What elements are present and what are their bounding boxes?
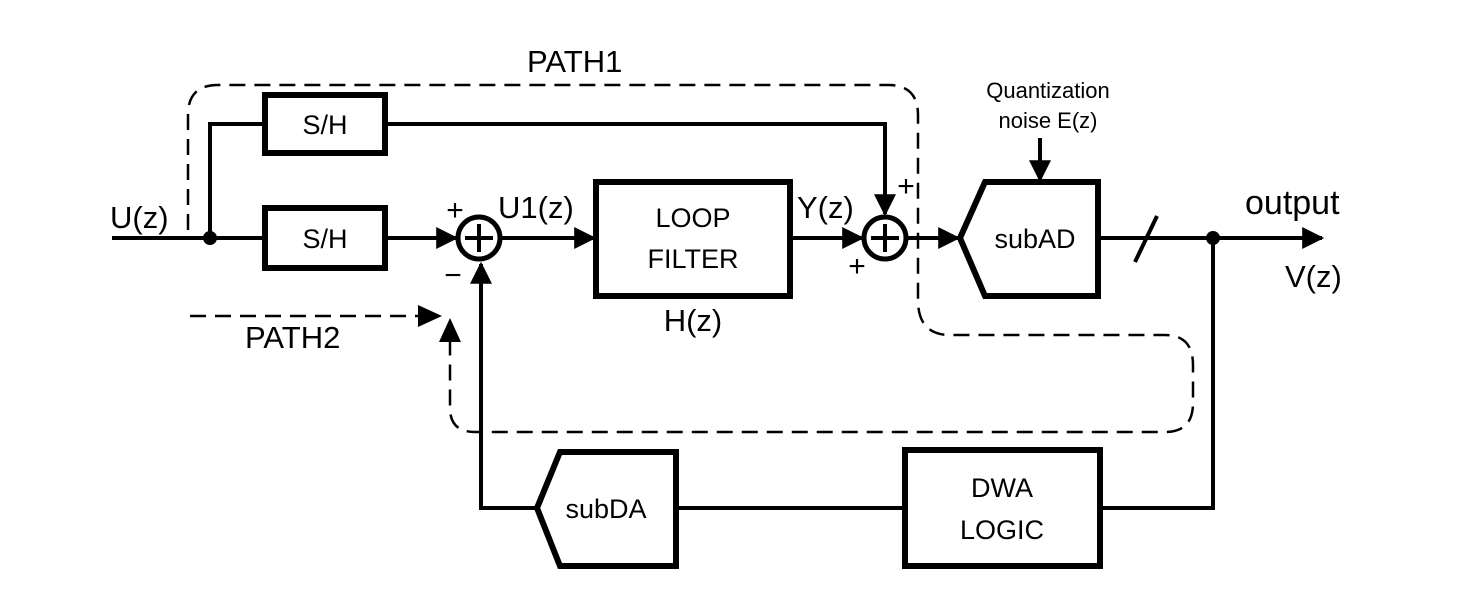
output-label: output bbox=[1245, 184, 1340, 222]
subad-label: subAD bbox=[994, 224, 1075, 254]
sum1-minus-sign: − bbox=[444, 259, 462, 292]
branch-wire-to-top-sh bbox=[208, 122, 265, 238]
loop-filter-label-line1: LOOP bbox=[655, 203, 730, 233]
sh-top-to-sum2-wire bbox=[385, 122, 896, 217]
subda-to-sum1-wire bbox=[470, 261, 537, 510]
subda-label: subDA bbox=[565, 494, 646, 524]
path1-label: PATH1 bbox=[527, 44, 622, 79]
bus-slash bbox=[1133, 215, 1159, 263]
y-label: Y(z) bbox=[797, 190, 854, 225]
sample-hold-bottom-label: S/H bbox=[302, 224, 347, 254]
sum2-plus-top: + bbox=[897, 170, 915, 203]
loop-filter-block: LOOP FILTER bbox=[593, 179, 793, 299]
dwa-label-line2: LOGIC bbox=[960, 515, 1044, 545]
feedback-to-dwa-wire bbox=[1100, 238, 1215, 510]
sample-hold-top-label: S/H bbox=[302, 110, 347, 140]
path2-label: PATH2 bbox=[245, 320, 340, 355]
dwa-label-line1: DWA bbox=[971, 473, 1033, 503]
path1-dashed-arrowhead bbox=[439, 318, 461, 342]
sample-hold-bottom: S/H bbox=[262, 205, 388, 271]
input-junction-dot bbox=[203, 231, 217, 245]
summing-junction-1 bbox=[455, 214, 503, 262]
v-label: V(z) bbox=[1285, 259, 1342, 294]
input-label: U(z) bbox=[110, 200, 169, 235]
path1-dashed-outline bbox=[186, 83, 1195, 434]
sample-hold-top: S/H bbox=[262, 92, 388, 156]
dwa-logic-block: DWA LOGIC bbox=[902, 447, 1103, 569]
path2-dashed-arrowhead bbox=[418, 305, 442, 327]
u1-label: U1(z) bbox=[498, 190, 574, 225]
sum2-plus-bottom: + bbox=[848, 250, 866, 283]
subda-block: subDA bbox=[533, 449, 679, 569]
h-label: H(z) bbox=[664, 303, 723, 338]
subad-block: subAD bbox=[956, 179, 1101, 299]
noise-label-line1: Quantization bbox=[986, 78, 1110, 103]
summing-junction-2 bbox=[861, 214, 909, 262]
noise-label-line2: noise E(z) bbox=[998, 108, 1097, 133]
loop-filter-label-line2: FILTER bbox=[647, 244, 738, 274]
sum1-plus-sign: + bbox=[446, 194, 464, 227]
